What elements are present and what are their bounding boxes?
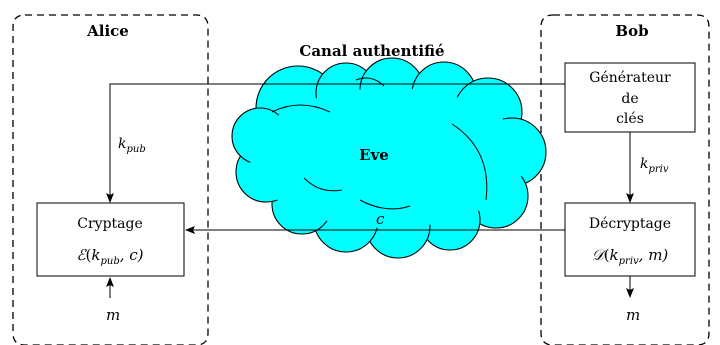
decrypt-rest: , m) [639, 246, 669, 264]
bob-region [540, 14, 710, 345]
m-alice-label: m [106, 306, 120, 324]
encrypt-k: k [91, 246, 100, 264]
m-bob-label: m [626, 306, 640, 324]
kpriv-label: kpriv [640, 156, 669, 175]
decrypt-formula: 𝒟(kpriv, m) [592, 246, 669, 267]
decrypt-open: ( [604, 246, 610, 264]
generator-box [564, 62, 696, 133]
encrypt-open: ( [86, 246, 92, 264]
decrypt-k: k [610, 246, 619, 264]
ciphertext-label: c [376, 210, 385, 228]
bob-label: Bob [615, 22, 648, 40]
encrypt-box [36, 202, 185, 277]
kpub-arrow [106, 83, 565, 203]
generator-line1: Générateur [589, 70, 671, 86]
eve-cloud [231, 57, 547, 259]
kpub-k: k [118, 136, 126, 152]
generator-line2: de [621, 91, 638, 107]
alice-region [12, 14, 209, 345]
kpriv-sub: priv [648, 164, 668, 175]
channel-label: Canal authentifié [299, 42, 444, 60]
kpub-label: kpub [118, 136, 146, 155]
eve-label: Eve [359, 146, 389, 164]
kpriv-k: k [640, 156, 648, 172]
decrypt-fn: 𝒟 [592, 246, 607, 264]
generator-line3: clés [616, 111, 644, 127]
encrypt-fn: ℰ [76, 246, 87, 264]
decrypt-title: Décryptage [589, 216, 671, 232]
encrypt-rest: , c) [120, 246, 144, 264]
decrypt-sub: priv [619, 256, 639, 267]
alice-label: Alice [86, 22, 129, 40]
kpub-sub: pub [126, 144, 145, 155]
encrypt-sub: pub [101, 256, 120, 267]
encrypt-title: Cryptage [77, 216, 143, 232]
decrypt-box [564, 202, 696, 277]
encrypt-formula: ℰ(kpub, c) [76, 246, 143, 267]
